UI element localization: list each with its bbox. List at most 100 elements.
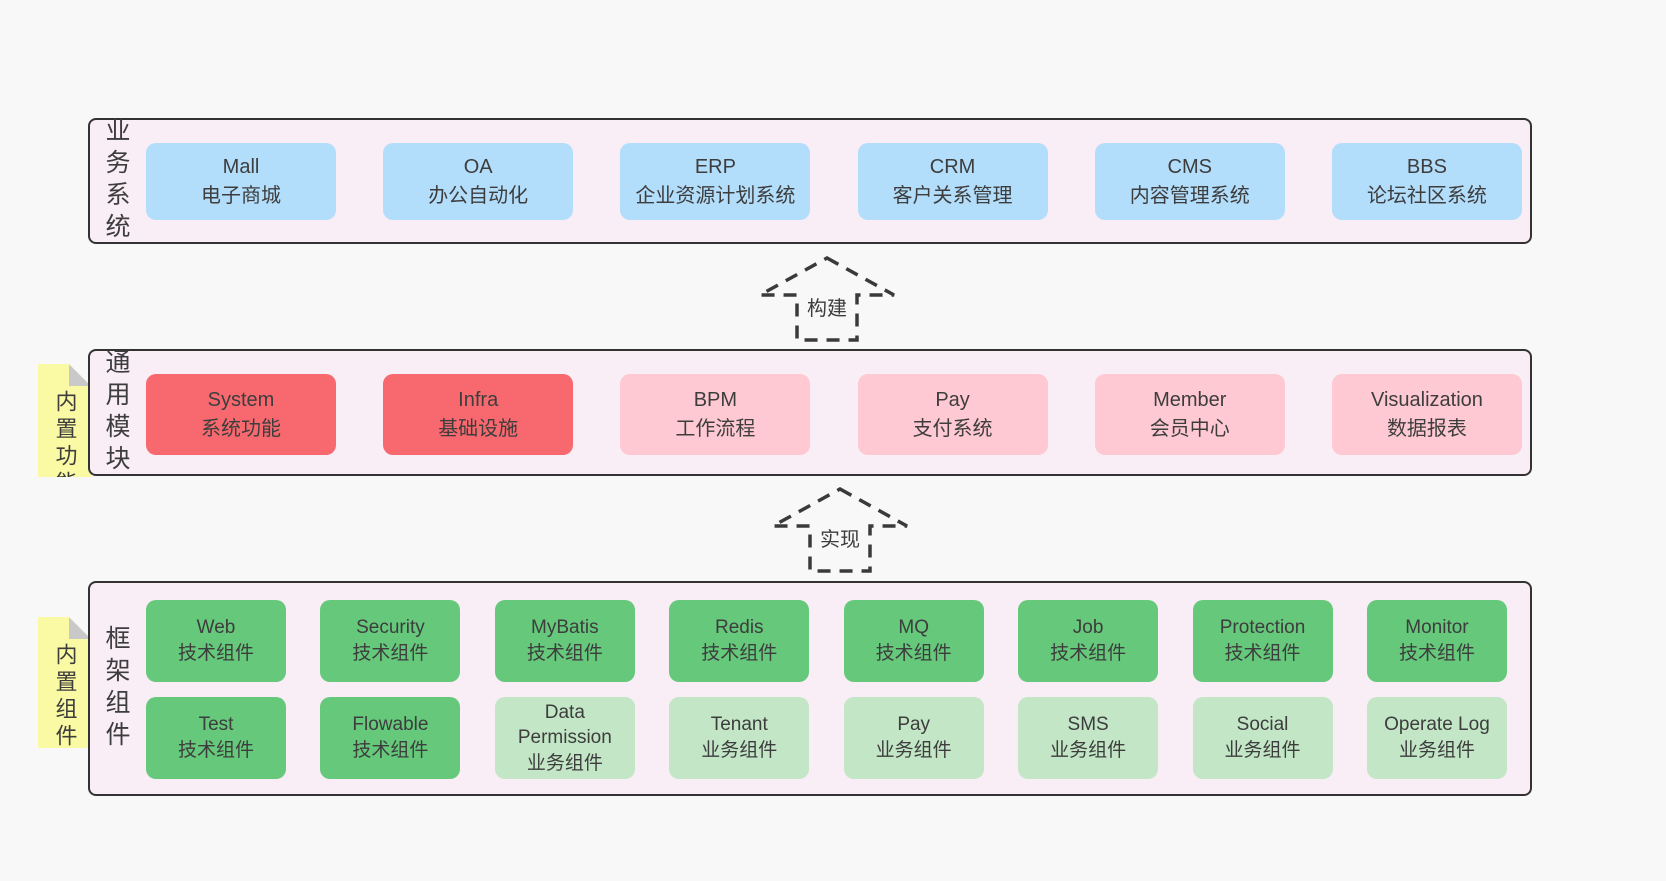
box-title: BPM — [693, 389, 738, 412]
box-subtitle: 业务组件 — [1050, 740, 1127, 761]
box-subtitle: 技术组件 — [352, 643, 429, 664]
box-title: Job — [1072, 617, 1104, 639]
box-oa: OA 办公自动化 — [383, 143, 574, 220]
box-mq: MQ 技术组件 — [843, 600, 984, 682]
box-title: Visualization — [1370, 389, 1483, 412]
box-title: Mall — [222, 156, 260, 179]
sticky-note-built-in-functions: 内置功能 — [38, 364, 91, 477]
box-title: Operate Log — [1384, 714, 1490, 736]
box-title: Social — [1236, 714, 1289, 736]
box-member: Member 会员中心 — [1094, 374, 1285, 455]
sticky-note-built-in-components: 内置组件 — [38, 617, 91, 748]
sticky-fold-corner — [69, 617, 91, 639]
box-subtitle: 工作流程 — [675, 417, 756, 440]
sticky-label: 内置组件 — [52, 643, 78, 751]
box-subtitle: 技术组件 — [352, 740, 429, 761]
box-mybatis: MyBatis 技术组件 — [494, 600, 635, 682]
arrow-build: 构建 — [757, 255, 897, 343]
box-title: MyBatis — [531, 617, 599, 639]
box-system: System 系统功能 — [146, 374, 336, 455]
box-subtitle: 支付系统 — [912, 417, 993, 440]
sticky-fold-corner — [69, 364, 91, 386]
panel-common-modules: 通用模块 System 系统功能 Infra 基础设施 BPM 工作流程 Pay… — [88, 348, 1532, 477]
arrow-implement: 实现 — [770, 486, 910, 574]
box-subtitle: 系统功能 — [201, 417, 281, 440]
box-row: System 系统功能 Infra 基础设施 BPM 工作流程 Pay 支付系统… — [146, 374, 1522, 455]
box-title: Redis — [714, 617, 764, 639]
box-title: Tenant — [710, 714, 768, 736]
box-subtitle: 办公自动化 — [428, 184, 529, 207]
panel-side-label: 框架组件 — [102, 624, 130, 753]
box-subtitle: 客户关系管理 — [892, 184, 1013, 207]
panel-business-systems: 业务系统 Mall 电子商城 OA 办公自动化 ERP 企业资源计划系统 CRM… — [88, 117, 1532, 245]
box-bpm: BPM 工作流程 — [620, 374, 811, 455]
box-title: Member — [1153, 389, 1227, 412]
box-redis: Redis 技术组件 — [669, 600, 810, 682]
box-subtitle: 业务组件 — [701, 740, 778, 761]
panel-framework-components: 框架组件 Web 技术组件 Security 技术组件 MyBatis 技术组件… — [88, 581, 1532, 796]
box-web: Web 技术组件 — [146, 600, 286, 682]
box-title: CMS — [1167, 156, 1212, 179]
box-title: Web — [196, 617, 236, 639]
box-security: Security 技术组件 — [320, 600, 461, 682]
box-title: CRM — [929, 156, 976, 179]
box-subtitle: 技术组件 — [875, 643, 952, 664]
box-protection: Protection 技术组件 — [1192, 600, 1333, 682]
box-subtitle: 内容管理系统 — [1129, 184, 1250, 207]
box-infra: Infra 基础设施 — [383, 374, 574, 455]
box-subtitle: 技术组件 — [177, 643, 254, 664]
box-row: Mall 电子商城 OA 办公自动化 ERP 企业资源计划系统 CRM 客户关系… — [146, 143, 1522, 220]
box-row: Test 技术组件 Flowable 技术组件 Data Permission … — [146, 697, 1507, 779]
box-operate-log: Operate Log 业务组件 — [1366, 697, 1507, 779]
box-title: Monitor — [1405, 617, 1469, 639]
box-subtitle: 技术组件 — [1398, 643, 1475, 664]
box-subtitle: 论坛社区系统 — [1366, 184, 1487, 207]
box-subtitle: 会员中心 — [1149, 417, 1230, 440]
box-title: Data Permission — [517, 701, 612, 749]
box-title: MQ — [898, 617, 929, 639]
box-subtitle: 企业资源计划系统 — [635, 184, 796, 207]
box-monitor: Monitor 技术组件 — [1366, 600, 1507, 682]
box-title: Protection — [1219, 617, 1306, 639]
panel-side-label: 业务系统 — [102, 117, 130, 245]
box-erp: ERP 企业资源计划系统 — [620, 143, 811, 220]
box-subtitle: 基础设施 — [438, 417, 519, 440]
box-subtitle: 技术组件 — [701, 643, 778, 664]
panel-side-label: 通用模块 — [102, 348, 130, 477]
box-visualization: Visualization 数据报表 — [1331, 374, 1522, 455]
box-row: Web 技术组件 Security 技术组件 MyBatis 技术组件 Redi… — [146, 600, 1507, 682]
box-title: Flowable — [352, 714, 429, 736]
box-title: Infra — [458, 389, 499, 412]
box-sms: SMS 业务组件 — [1018, 697, 1159, 779]
box-subtitle: 技术组件 — [1050, 643, 1127, 664]
box-subtitle: 电子商城 — [201, 184, 281, 207]
box-title: Security — [356, 617, 425, 639]
box-title: System — [207, 389, 275, 412]
box-subtitle: 业务组件 — [1224, 740, 1301, 761]
box-subtitle: 业务组件 — [526, 752, 603, 774]
box-title: Pay — [897, 714, 931, 736]
box-subtitle: 业务组件 — [875, 740, 952, 761]
box-title: SMS — [1067, 714, 1109, 736]
box-pay-system: Pay 支付系统 — [857, 374, 1048, 455]
sticky-label: 内置功能 — [52, 390, 78, 498]
box-mall: Mall 电子商城 — [146, 143, 336, 220]
arrow-label: 构建 — [804, 291, 850, 322]
box-pay-component: Pay 业务组件 — [843, 697, 984, 779]
box-data-permission: Data Permission 业务组件 — [494, 697, 635, 779]
box-title: Test — [198, 714, 234, 736]
box-title: Pay — [935, 389, 970, 412]
box-title: ERP — [694, 156, 736, 179]
box-subtitle: 业务组件 — [1398, 740, 1475, 761]
box-tenant: Tenant 业务组件 — [669, 697, 810, 779]
box-job: Job 技术组件 — [1018, 600, 1159, 682]
box-subtitle: 数据报表 — [1386, 417, 1467, 440]
up-arrow-icon — [772, 487, 908, 573]
box-subtitle: 技术组件 — [526, 643, 603, 664]
box-cms: CMS 内容管理系统 — [1094, 143, 1285, 220]
box-test: Test 技术组件 — [146, 697, 286, 779]
box-subtitle: 技术组件 — [1224, 643, 1301, 664]
box-flowable: Flowable 技术组件 — [320, 697, 461, 779]
box-bbs: BBS 论坛社区系统 — [1331, 143, 1522, 220]
